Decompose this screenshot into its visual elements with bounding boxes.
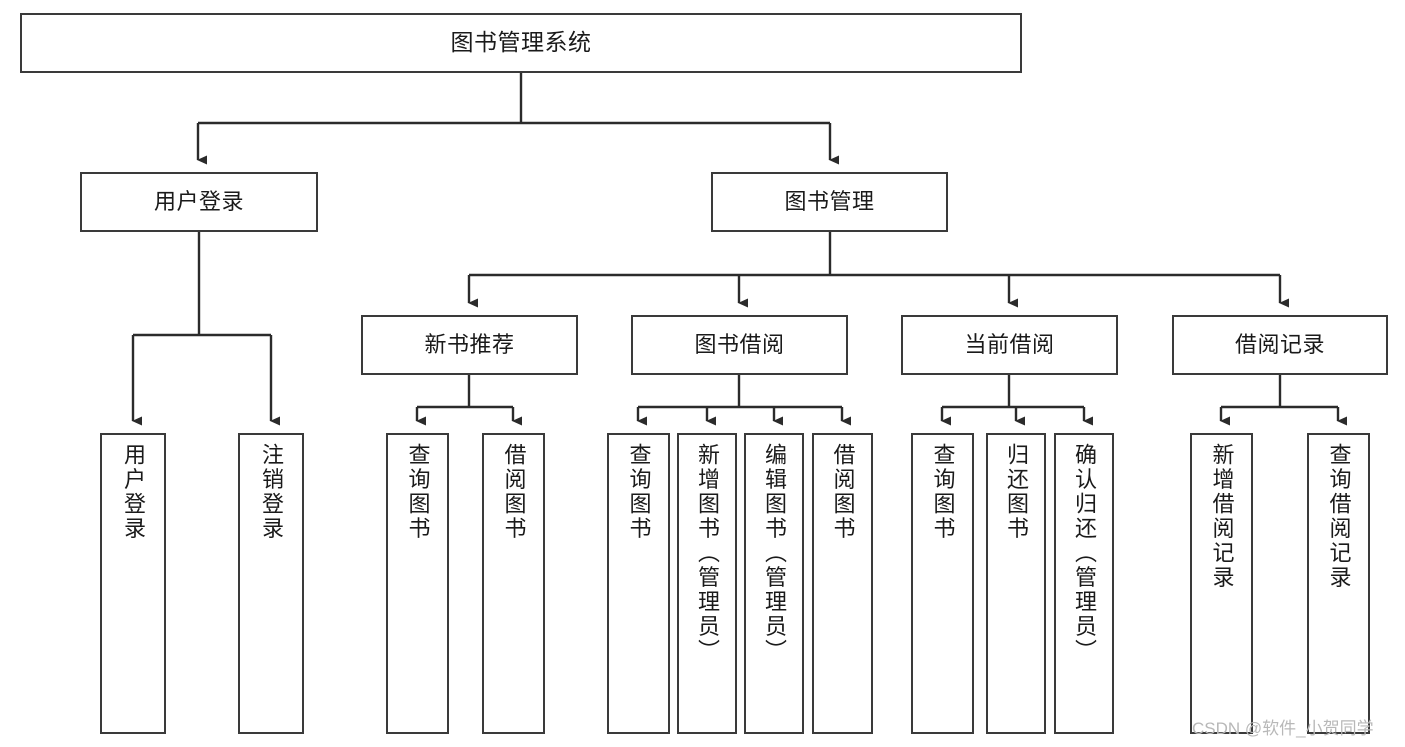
- node-leaf-borrow-book-2[interactable]: 借阅图书: [812, 433, 873, 734]
- node-label: 新书推荐: [424, 332, 515, 358]
- node-leaf-logout[interactable]: 注销登录: [238, 433, 304, 734]
- node-label: 当前借阅: [964, 332, 1055, 358]
- node-label: 归还图书: [1004, 443, 1029, 541]
- node-user-login[interactable]: 用户登录: [80, 172, 318, 232]
- node-label: 用户登录: [153, 189, 244, 215]
- node-current-borrow[interactable]: 当前借阅: [901, 315, 1118, 375]
- node-root[interactable]: 图书管理系统: [20, 13, 1022, 73]
- node-leaf-query-book-2[interactable]: 查询图书: [607, 433, 670, 734]
- node-label: 借阅图书: [501, 443, 527, 541]
- node-leaf-query-book-1[interactable]: 查询图书: [386, 433, 449, 734]
- node-leaf-add-record[interactable]: 新增借阅记录: [1190, 433, 1253, 734]
- node-leaf-confirm-return[interactable]: 确认归还（管理员）: [1054, 433, 1114, 734]
- node-label: 查询图书: [930, 443, 956, 541]
- csdn-watermark: CSDN @软件_小贺同学: [1192, 719, 1374, 738]
- node-label: 查询图书: [405, 443, 431, 541]
- node-leaf-user-login[interactable]: 用户登录: [100, 433, 166, 734]
- node-leaf-return-book[interactable]: 归还图书: [986, 433, 1046, 734]
- node-label: 图书管理系统: [450, 29, 592, 56]
- node-label: 编辑图书（管理员）: [762, 443, 787, 664]
- node-label: 借阅图书: [830, 443, 856, 541]
- node-leaf-add-book[interactable]: 新增图书（管理员）: [677, 433, 737, 734]
- node-label: 注销登录: [259, 443, 284, 541]
- node-leaf-query-record[interactable]: 查询借阅记录: [1307, 433, 1370, 734]
- node-label: 借阅记录: [1234, 332, 1325, 358]
- node-label: 图书借阅: [694, 332, 785, 358]
- node-book-manage[interactable]: 图书管理: [711, 172, 948, 232]
- node-leaf-query-book-3[interactable]: 查询图书: [911, 433, 974, 734]
- node-label: 查询借阅记录: [1326, 443, 1352, 590]
- node-label: 新增借阅记录: [1209, 443, 1235, 590]
- node-leaf-borrow-book-1[interactable]: 借阅图书: [482, 433, 545, 734]
- node-label: 查询图书: [626, 443, 652, 541]
- node-borrow-record[interactable]: 借阅记录: [1172, 315, 1388, 375]
- node-label: 新增图书（管理员）: [695, 443, 720, 664]
- node-label: 确认归还（管理员）: [1072, 443, 1097, 664]
- node-book-borrow[interactable]: 图书借阅: [631, 315, 848, 375]
- node-label: 图书管理: [784, 189, 875, 215]
- node-new-book-rec[interactable]: 新书推荐: [361, 315, 578, 375]
- node-leaf-edit-book[interactable]: 编辑图书（管理员）: [744, 433, 804, 734]
- node-label: 用户登录: [121, 443, 146, 541]
